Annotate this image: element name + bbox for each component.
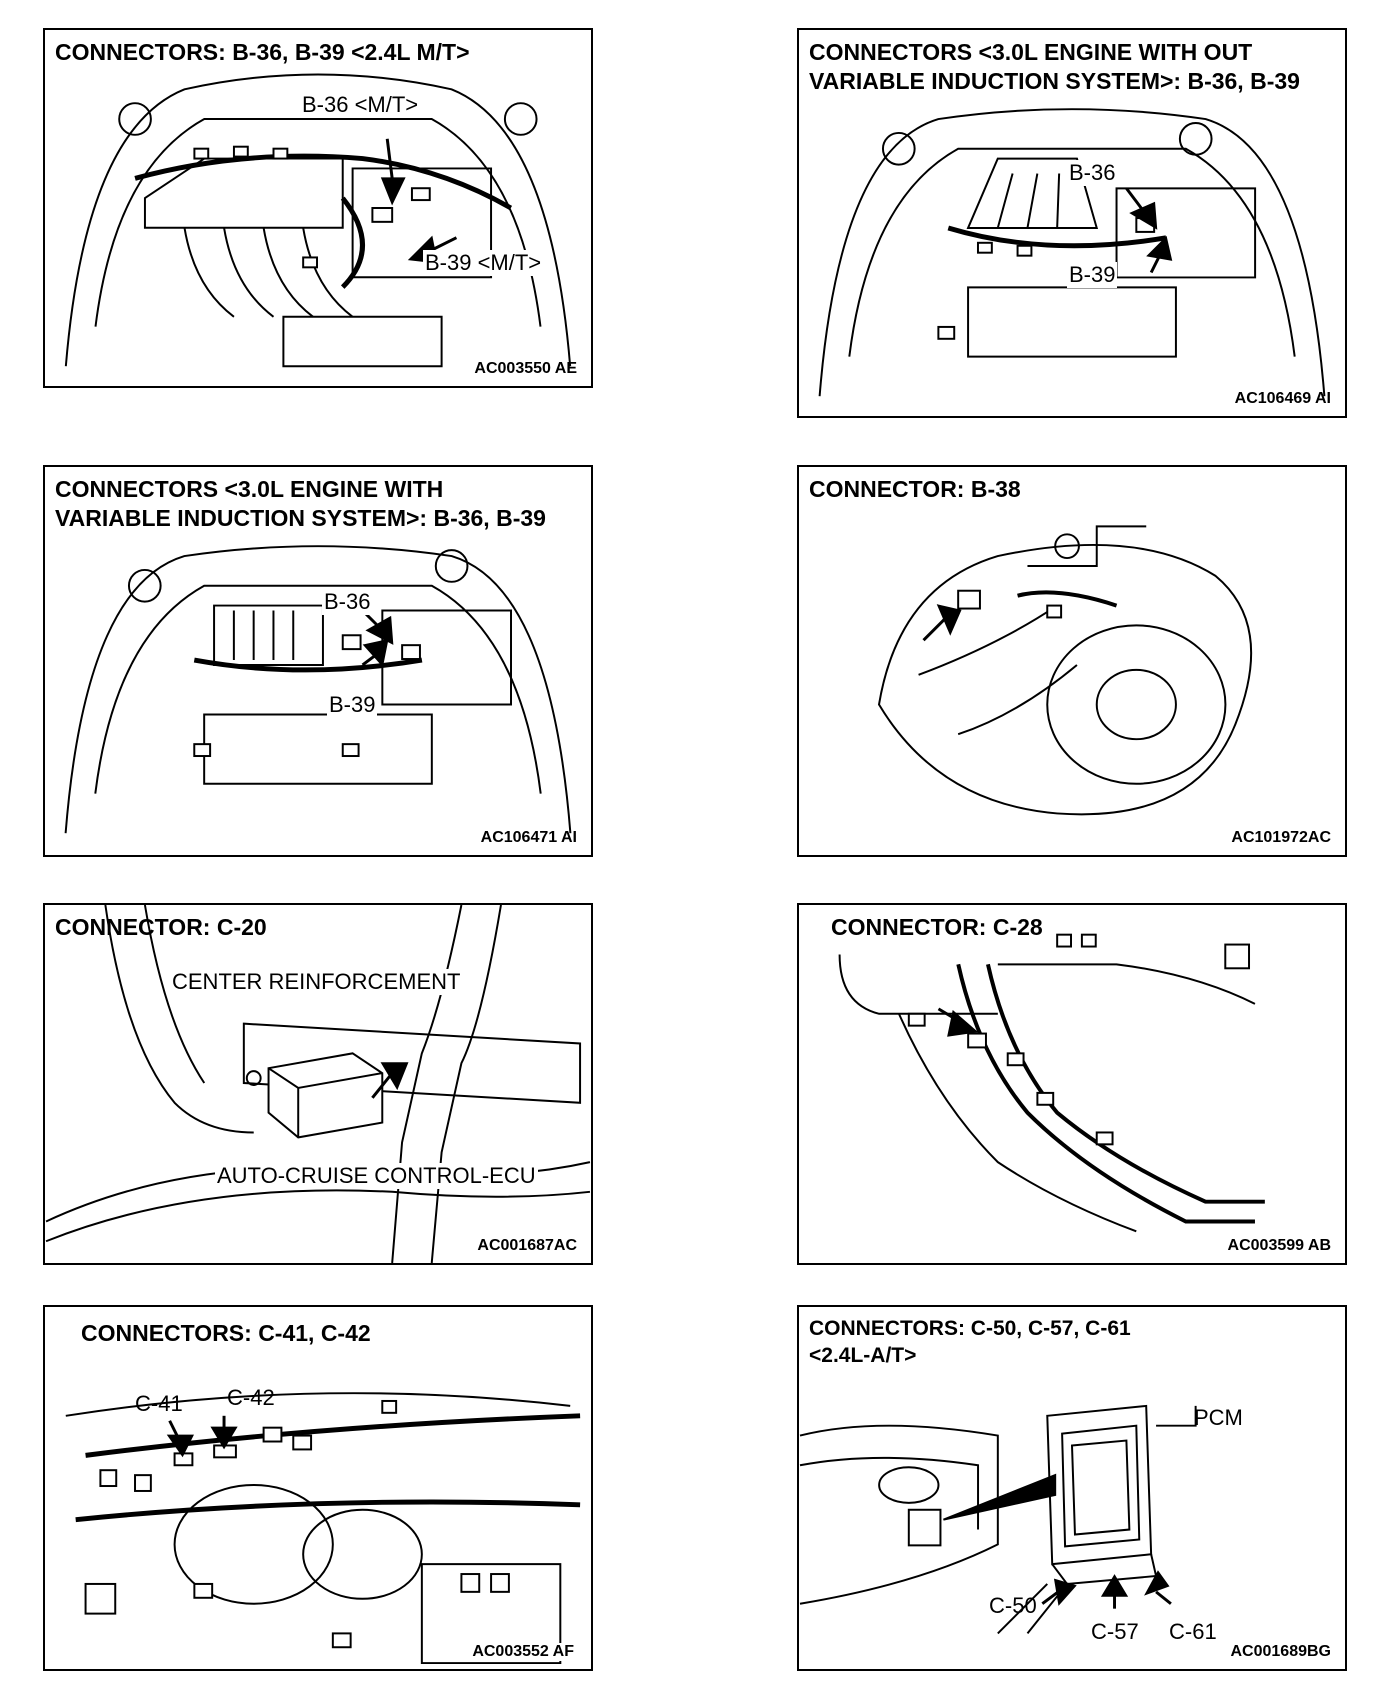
- label-b39: B-39: [327, 692, 378, 718]
- dashboard-harness-illustration: [65, 1392, 581, 1665]
- figure-code: AC003552 AF: [469, 1643, 577, 1661]
- label-b36: B-36: [1067, 160, 1118, 186]
- figure-code: AC001689BG: [1230, 1643, 1332, 1660]
- figure-code: AC001687AC: [477, 1237, 577, 1254]
- panel-c28: CONNECTOR: C-28 AC003599 AB: [797, 903, 1347, 1265]
- label-c57: C-57: [1091, 1619, 1139, 1644]
- panel-b36-b39-30l-with-vis: CONNECTORS <3.0L ENGINE WITH VARIABLE IN…: [43, 465, 593, 857]
- label-b36-mt: B-36 <M/T>: [300, 92, 421, 118]
- label-c61: C-61: [1169, 1619, 1217, 1644]
- panel-title: CONNECTOR: C-20: [55, 914, 267, 940]
- engine-bay-illustration: [64, 545, 572, 834]
- figure-code: AC101972AC: [1231, 829, 1331, 846]
- label-pcm: PCM: [1194, 1405, 1243, 1430]
- panel-title: CONNECTORS: C-50, C-57, C-61 <2.4L-A/T>: [809, 1317, 1131, 1367]
- panel-c41-c42: CONNECTORS: C-41, C-42 C-41 C-42 AC00355…: [43, 1305, 593, 1671]
- engine-bay-illustration: [64, 73, 572, 368]
- label-c42: C-42: [227, 1385, 275, 1410]
- panel-title: CONNECTORS <3.0L ENGINE WITH VARIABLE IN…: [55, 476, 546, 531]
- label-c41: C-41: [135, 1391, 183, 1416]
- pcm-illustration: [799, 1404, 1197, 1635]
- figure-code: AC003550 AE: [474, 360, 577, 377]
- figure-code: AC106471 AI: [480, 829, 577, 846]
- label-b39: B-39: [1067, 262, 1118, 288]
- panel-c50-c57-c61: CONNECTORS: C-50, C-57, C-61 <2.4L-A/T> …: [797, 1305, 1347, 1671]
- figure-code: AC106469 AI: [1234, 390, 1331, 407]
- panel-b36-b39-24l-mt: CONNECTORS: B-36, B-39 <2.4L M/T> B-36 <…: [43, 28, 593, 388]
- panel-title: CONNECTORS: B-36, B-39 <2.4L M/T>: [55, 39, 470, 65]
- label-c50: C-50: [989, 1593, 1037, 1618]
- engine-bay-illustration: [818, 108, 1326, 397]
- label-center-reinforcement: CENTER REINFORCEMENT: [170, 969, 463, 995]
- panel-b38: CONNECTOR: B-38 AC101972AC: [797, 465, 1347, 857]
- panel-title: CONNECTOR: C-28: [831, 914, 1043, 940]
- label-b36: B-36: [322, 589, 373, 615]
- label-b39-mt: B-39 <M/T>: [423, 250, 544, 276]
- panel-title: CONNECTORS: C-41, C-42: [81, 1320, 371, 1346]
- panel-c20: CONNECTOR: C-20 CENTER REINFORCEMENT AUT…: [43, 903, 593, 1265]
- harness-illustration: [838, 933, 1265, 1233]
- figure-code: AC003599 AB: [1227, 1237, 1331, 1254]
- transaxle-illustration: [877, 525, 1253, 816]
- panel-title: CONNECTORS <3.0L ENGINE WITH OUT VARIABL…: [809, 39, 1300, 94]
- label-auto-cruise-control-ecu: AUTO-CRUISE CONTROL-ECU: [215, 1163, 538, 1189]
- panel-b36-b39-30l-without-vis: CONNECTORS <3.0L ENGINE WITH OUT VARIABL…: [797, 28, 1347, 418]
- auto-cruise-ecu-illustration: [45, 905, 591, 1263]
- panel-title: CONNECTOR: B-38: [809, 476, 1021, 502]
